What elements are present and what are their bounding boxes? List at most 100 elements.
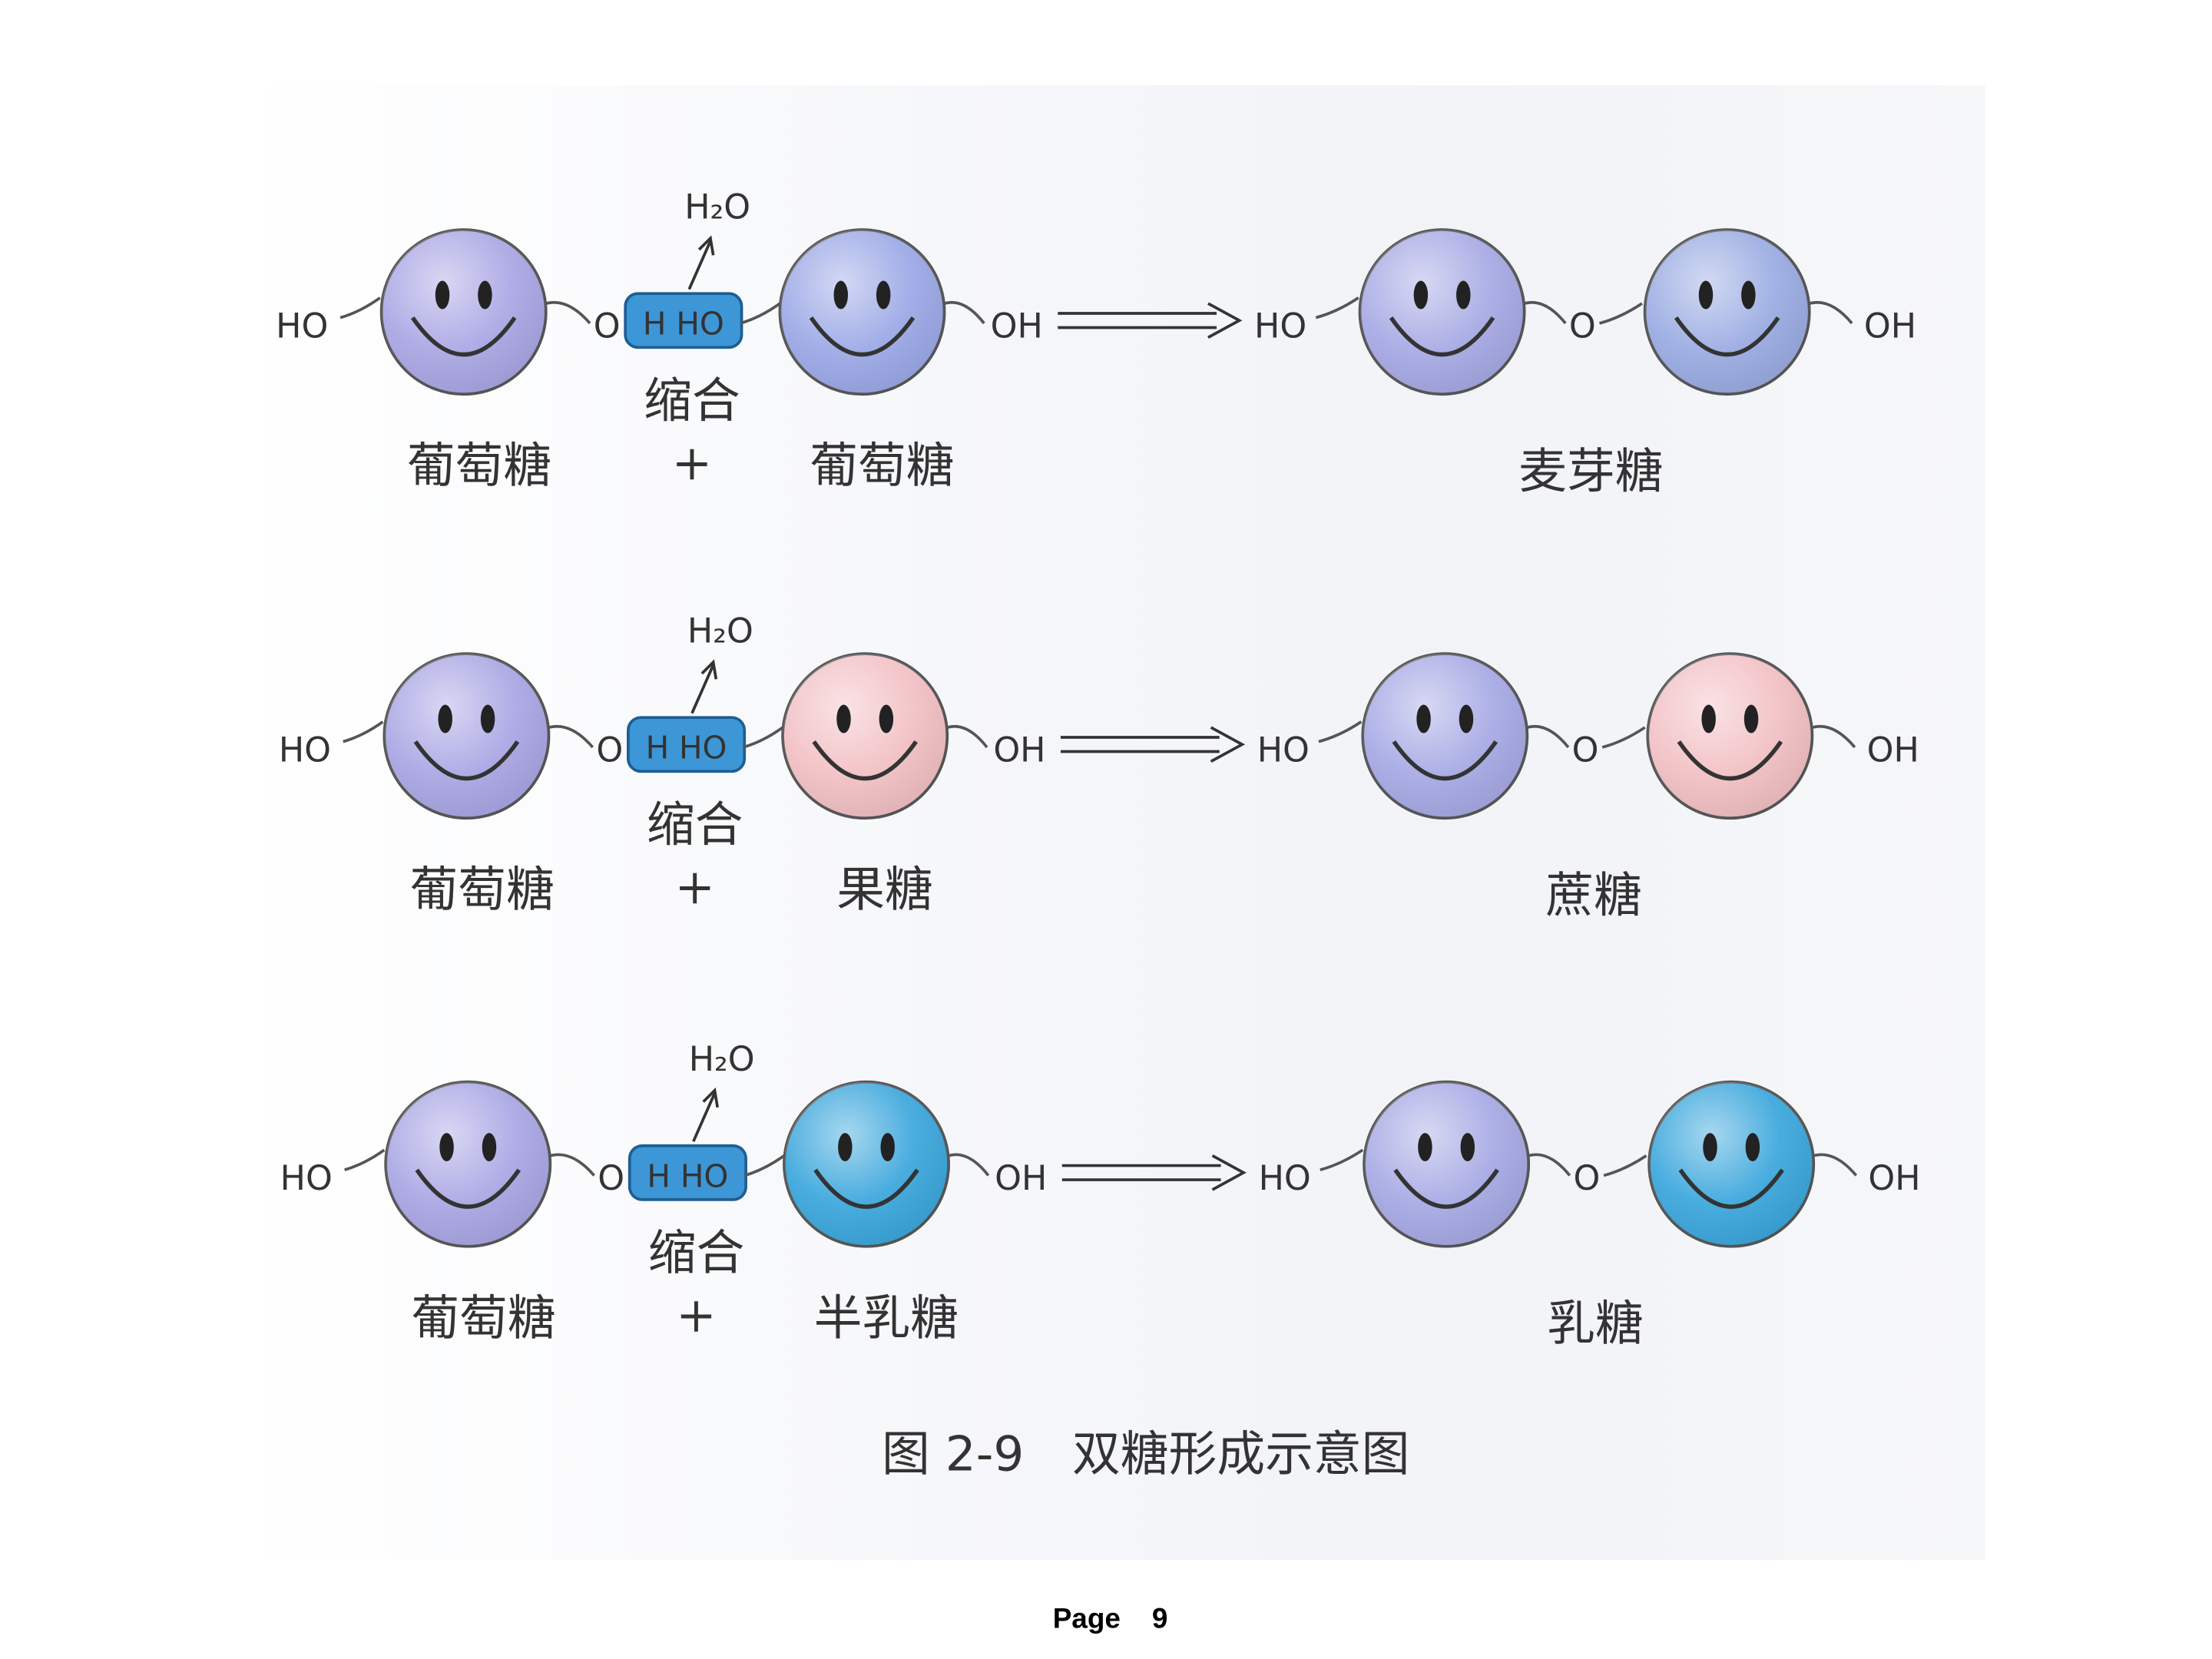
right-eye	[480, 704, 495, 733]
bond-line	[1811, 724, 1856, 749]
glycosidic-oxygen-label: O	[1572, 730, 1599, 770]
ring-shading	[381, 230, 546, 395]
hydroxyl-label-right: OH	[993, 730, 1045, 770]
right-eye	[1743, 704, 1759, 733]
left-eye	[1418, 1133, 1432, 1162]
release-arrow	[687, 240, 712, 290]
reactant-b-name: 半乳糖	[814, 1290, 959, 1346]
figure-caption: 图 2-9 双糖形成示意图	[882, 1426, 1409, 1482]
right-eye	[1745, 1133, 1760, 1162]
right-eye	[879, 704, 894, 733]
right-eye	[876, 280, 891, 310]
hydroxyl-label-right: OH	[995, 1159, 1047, 1198]
hydroxyl-label-right: OH	[991, 306, 1043, 346]
ring-shading	[783, 1081, 949, 1247]
bond-line	[545, 300, 591, 325]
product-hydroxyl-left: HO	[1257, 730, 1310, 770]
product-hydroxyl-left: HO	[1254, 306, 1306, 346]
glycosidic-oxygen-label: O	[1573, 1159, 1600, 1198]
release-arrow	[690, 664, 715, 714]
product-ring-1	[1363, 1080, 1531, 1248]
hydroxyl-label-left: HO	[276, 306, 328, 346]
reactant-b-ring	[781, 652, 949, 820]
page-number: Page 9	[1053, 1602, 1168, 1634]
left-eye	[438, 704, 452, 733]
product-hydroxyl-left: HO	[1259, 1159, 1311, 1198]
water-product-label: H₂O	[684, 187, 750, 227]
bond-line	[548, 724, 594, 749]
bond-line	[1813, 1153, 1858, 1177]
smile-mouth	[1678, 1168, 1784, 1209]
bond-line	[948, 1153, 990, 1177]
oxygen-label: O	[594, 306, 621, 346]
water-box	[628, 1144, 747, 1201]
release-arrow	[692, 1092, 717, 1142]
smile-mouth	[1677, 740, 1783, 781]
smile-mouth	[1389, 316, 1495, 357]
ring-shading	[783, 654, 948, 819]
left-eye	[836, 704, 851, 733]
bond-line	[743, 1154, 786, 1177]
release-arrow-head	[700, 659, 718, 680]
bond-line	[1599, 302, 1643, 325]
bond-line	[1528, 1153, 1571, 1177]
bond-line	[742, 726, 784, 749]
smile-mouth	[410, 316, 517, 357]
reactant-a-name: 葡萄糖	[410, 862, 555, 918]
oxygen-label: O	[598, 1159, 624, 1198]
product-name: 蔗糖	[1545, 867, 1642, 923]
bond-line	[1809, 300, 1853, 325]
smile-mouth	[413, 740, 520, 781]
product-ring-1	[1361, 652, 1529, 820]
product-ring-2	[1646, 652, 1814, 820]
bond-line	[1524, 300, 1567, 325]
ring-shading	[1359, 230, 1525, 395]
water-box-label: H HO	[643, 306, 724, 343]
reactant-b-name: 果糖	[836, 862, 933, 918]
bond-line	[1315, 296, 1359, 320]
left-eye	[439, 1133, 454, 1162]
right-eye	[1460, 1133, 1475, 1162]
bond-line	[343, 720, 384, 743]
smile-mouth	[415, 1168, 521, 1209]
product-hydroxyl-right: OH	[1868, 1159, 1920, 1198]
right-eye	[1459, 704, 1474, 733]
left-eye	[1701, 704, 1716, 733]
left-eye	[1416, 704, 1431, 733]
ring-shading	[384, 654, 549, 819]
reactant-b-ring	[783, 1080, 950, 1248]
smile-mouth	[813, 1168, 919, 1209]
right-eye	[1456, 280, 1471, 310]
product-name: 乳糖	[1547, 1296, 1644, 1352]
bond-line	[344, 1148, 386, 1171]
water-product-label: H₂O	[689, 1040, 755, 1079]
water-box-label: H HO	[647, 1157, 728, 1194]
product-hydroxyl-right: OH	[1867, 730, 1919, 770]
smile-mouth	[1674, 316, 1780, 357]
bond-line	[1526, 724, 1570, 749]
smile-mouth	[812, 740, 918, 781]
ring-shading	[1363, 654, 1528, 819]
bond-line	[1601, 726, 1646, 749]
bond-line	[1603, 1154, 1647, 1177]
reaction-arrow-head	[1207, 302, 1243, 339]
condensation-label: 缩合	[644, 373, 740, 429]
ring-shading	[1647, 654, 1813, 819]
right-eye	[1741, 280, 1756, 310]
ring-shading	[1364, 1081, 1529, 1247]
condensation-label: 缩合	[648, 1224, 745, 1280]
left-eye	[1698, 280, 1714, 310]
reactant-a-name: 葡萄糖	[407, 438, 551, 494]
right-eye	[880, 1133, 895, 1162]
reactant-a-ring	[382, 652, 551, 820]
bond-line	[1318, 720, 1363, 743]
bond-line	[946, 724, 988, 749]
release-arrow-head	[697, 235, 715, 256]
ring-shading	[386, 1081, 551, 1247]
hydroxyl-label-left: HO	[280, 1159, 333, 1198]
bond-line	[740, 302, 781, 325]
